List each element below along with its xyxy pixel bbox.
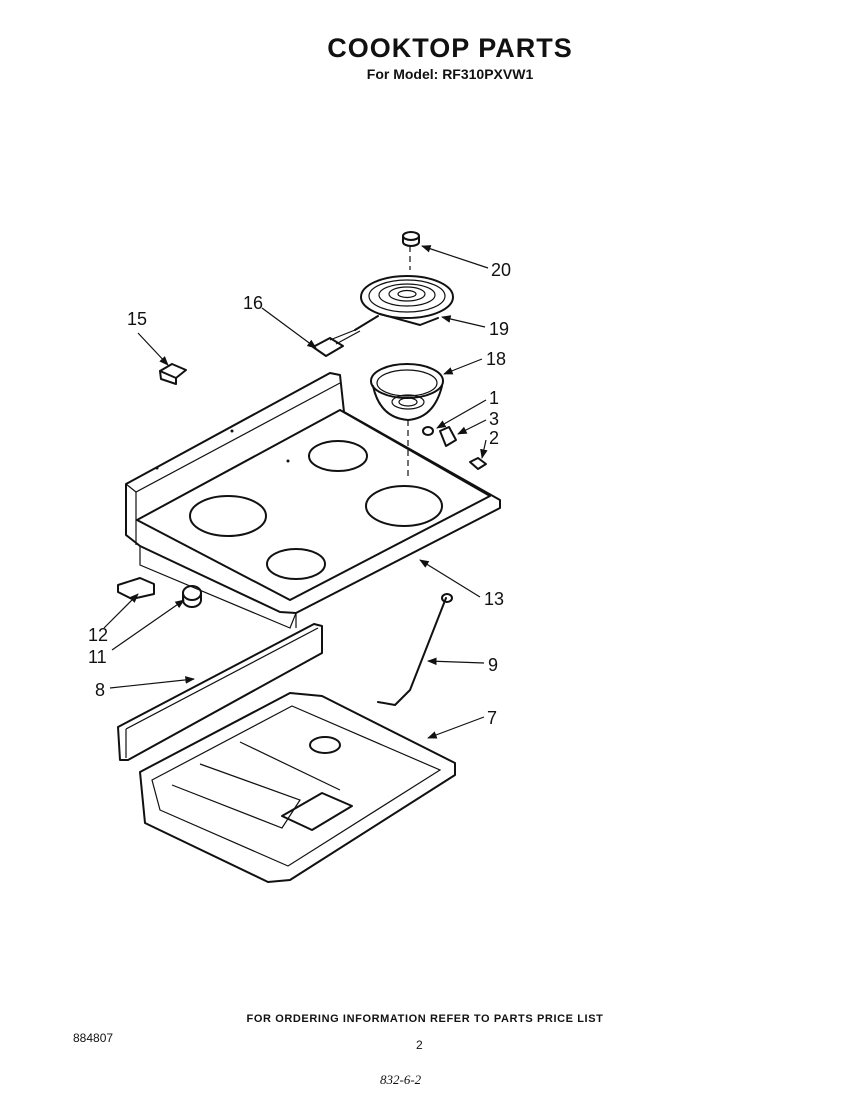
callout-11: 11 [88,647,107,667]
callout-20: 20 [491,260,511,280]
ordering-note: FOR ORDERING INFORMATION REFER TO PARTS … [246,1013,604,1025]
cooktop-exploded-diagram: 20 19 18 16 15 1 3 2 13 12 11 9 8 7 [88,231,511,883]
part-2-screw [469,457,487,470]
callout-16: 16 [243,293,263,313]
part-9-rod [377,593,453,706]
callout-2: 2 [489,428,499,448]
callout-8: 8 [95,680,105,700]
page-title: COOKTOP PARTS [327,33,573,63]
callout-7: 7 [487,708,497,728]
part-19-surface-element [354,275,454,331]
callout-18: 18 [486,349,506,369]
callout-1: 1 [489,388,499,408]
callout-3: 3 [489,409,499,429]
handwritten-note: 832-6-2 [380,1072,422,1087]
part-8-front-channel [117,623,323,761]
callout-12: 12 [88,625,108,645]
callout-19: 19 [489,319,509,339]
part-7-burner-box [139,692,456,883]
document-number: 884807 [73,1031,114,1045]
part-15-clip [159,363,187,385]
callout-leaders [103,245,489,739]
part-1-nut [422,426,434,436]
part-18-drip-bowl [370,363,444,421]
callout-9: 9 [488,655,498,675]
part-20-cap [402,231,420,247]
callout-13: 13 [484,589,504,609]
part-13-cooktop [125,372,501,629]
part-3-bracket [439,426,457,447]
part-11-grommet [182,585,202,608]
part-16-terminal-block [312,329,361,357]
part-12-bracket [117,577,155,600]
model-subtitle: For Model: RF310PXVW1 [366,66,534,82]
callout-15: 15 [127,309,147,329]
page-number: 2 [416,1038,423,1052]
